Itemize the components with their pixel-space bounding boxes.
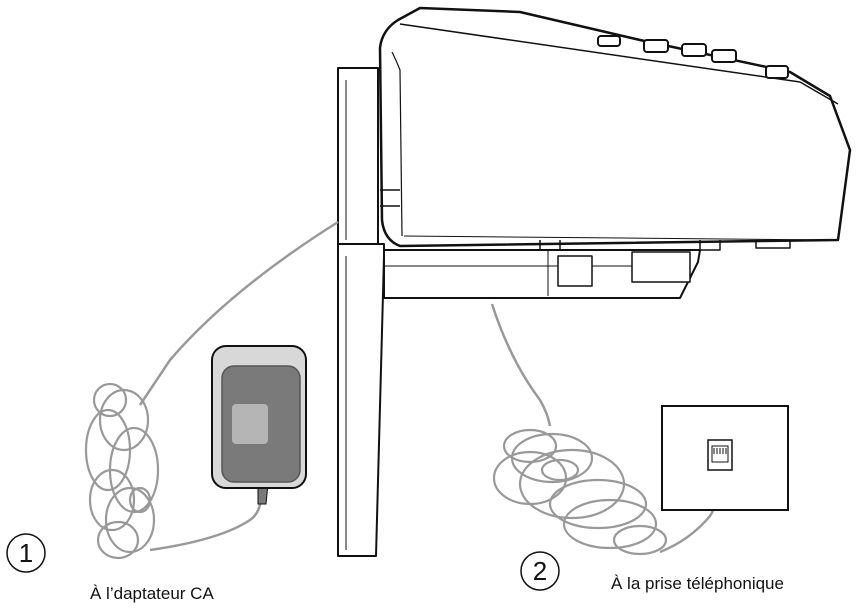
ac-adapter <box>211 345 307 489</box>
power-cord <box>138 220 339 406</box>
phone-buttons <box>597 35 789 79</box>
callout-1-number: 1 <box>18 538 34 568</box>
power-cord-coil <box>84 382 160 560</box>
adapter-cord <box>149 487 264 552</box>
phone-line-coil <box>492 428 668 556</box>
callout-1-label: À l’daptateur CA <box>90 584 214 603</box>
callout-2-number: 2 <box>532 556 548 586</box>
stand-base <box>337 67 385 557</box>
phone-body <box>378 6 852 251</box>
wall-jack <box>661 405 789 511</box>
stand-foot <box>383 249 701 299</box>
phone-line-cord <box>490 303 552 427</box>
callout-2-label: À la prise téléphonique <box>611 574 784 593</box>
callout-1-circle <box>6 533 46 573</box>
callout-2-circle <box>520 551 560 591</box>
